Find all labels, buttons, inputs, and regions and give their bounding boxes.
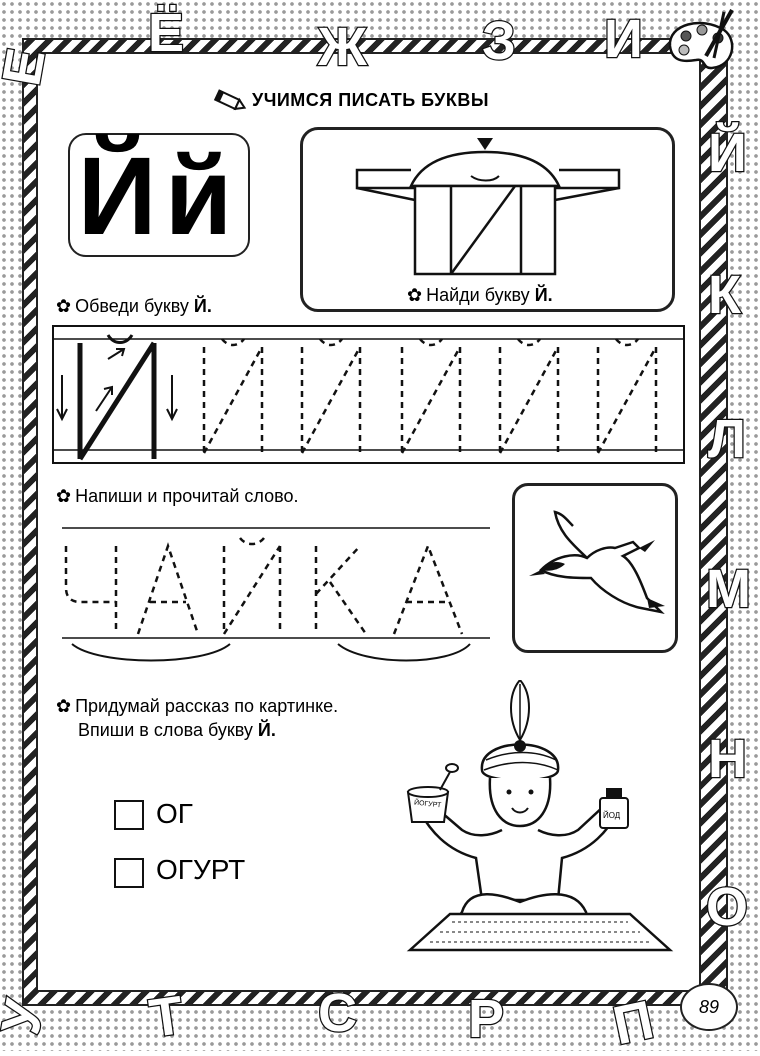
pencil-icon bbox=[213, 89, 247, 111]
write-word-instruction: ✿Напиши и прочитай слово. bbox=[56, 486, 299, 506]
letter-checkbox[interactable] bbox=[114, 858, 144, 888]
flower-icon: ✿ bbox=[56, 696, 72, 716]
trace-instruction: ✿Обведи букву Й. bbox=[56, 296, 212, 316]
border-letter-l: Л bbox=[707, 409, 747, 469]
word-tracing[interactable] bbox=[58, 522, 498, 662]
letter-checkbox[interactable] bbox=[114, 800, 144, 830]
bottle-label: ЙОД bbox=[603, 811, 621, 820]
find-letter-picture: ✿Найди букву Й. bbox=[300, 127, 675, 312]
flower-icon: ✿ bbox=[56, 486, 72, 506]
page-title: УЧИМСЯ ПИСАТЬ БУКВЫ bbox=[252, 90, 489, 110]
border-letter-yo: Ё bbox=[147, 3, 186, 63]
find-letter-instruction: ✿Найди букву Й. bbox=[407, 285, 553, 305]
flower-icon: ✿ bbox=[56, 296, 72, 316]
pot-illustration bbox=[355, 138, 621, 276]
border-letter-o: О bbox=[705, 877, 750, 937]
letter-card: Йй bbox=[68, 133, 250, 257]
border-letter-s: С bbox=[317, 983, 359, 1043]
seagull-picture bbox=[512, 483, 678, 653]
page-number: 89 bbox=[680, 983, 738, 1031]
border-letter-z: З bbox=[481, 11, 517, 71]
jar-label: ЙОГУРТ bbox=[414, 798, 443, 810]
yogi-illustration: ЙОГУРТ ЙОД bbox=[406, 680, 674, 952]
fill-word-2: ОГУРТ bbox=[156, 854, 246, 885]
border-letter-r: Р bbox=[467, 989, 506, 1049]
border-letter-zh: Ж bbox=[317, 17, 368, 77]
border-letter-short-i: Й bbox=[707, 123, 748, 183]
story-instruction: ✿Придумай рассказ по картинке. Впиши в с… bbox=[56, 696, 339, 740]
border-letter-k: К bbox=[707, 265, 742, 325]
fill-word-1: ОГ bbox=[156, 798, 193, 829]
palette-icon bbox=[668, 9, 734, 70]
letter-pair: Йй bbox=[77, 135, 241, 258]
flower-icon: ✿ bbox=[407, 285, 423, 305]
border-letter-i: И bbox=[603, 9, 644, 69]
border-letter-n: Н bbox=[707, 729, 749, 789]
seagull-illustration bbox=[529, 510, 665, 615]
border-letter-m: М bbox=[705, 559, 752, 619]
letter-tracing-strip[interactable] bbox=[52, 325, 685, 464]
